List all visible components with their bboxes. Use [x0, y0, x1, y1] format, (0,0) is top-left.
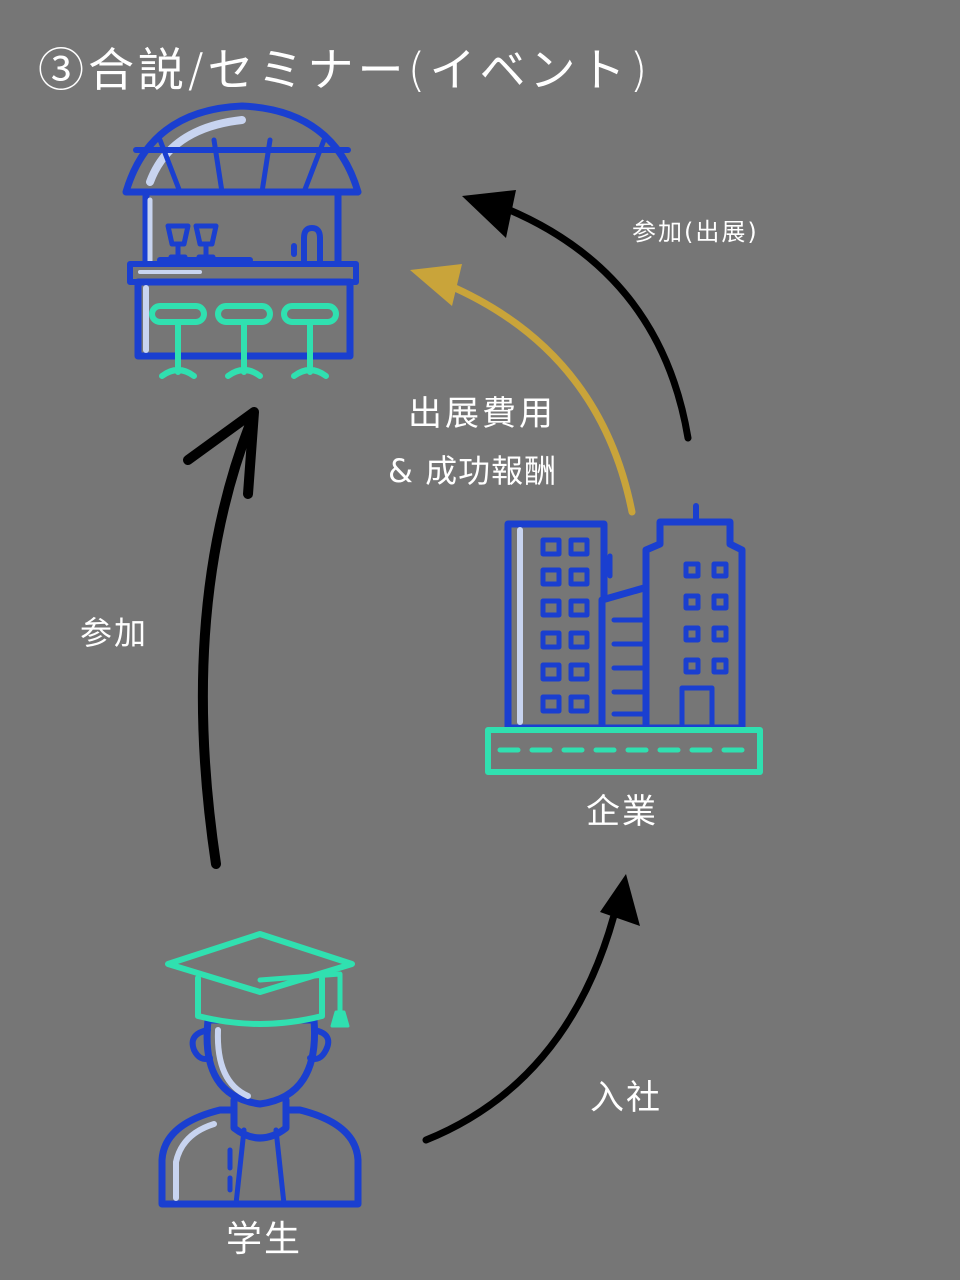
edge-label-success-fee: & 成功報酬 — [388, 452, 558, 490]
edge-label-participate-exhibit: 参加(出展) — [632, 218, 759, 246]
arrow-student-to-event — [183, 407, 259, 869]
arrow-company-to-event-participate — [462, 190, 692, 442]
page-title: ③合説/セミナー(イベント) — [38, 43, 652, 97]
edge-label-participate: 参加 — [80, 614, 149, 652]
office-building-icon — [485, 503, 763, 775]
node-label-student: 学生 — [226, 1219, 303, 1260]
arrow-student-to-company — [422, 874, 640, 1144]
edge-label-join-company: 入社 — [590, 1078, 662, 1118]
arrow-company-to-event-fee — [410, 264, 636, 516]
edge-label-exhibit-fee: 出展費用 — [408, 394, 556, 434]
event-booth-icon — [122, 102, 362, 379]
node-label-company: 企業 — [586, 792, 658, 832]
graduate-student-icon — [158, 931, 362, 1208]
